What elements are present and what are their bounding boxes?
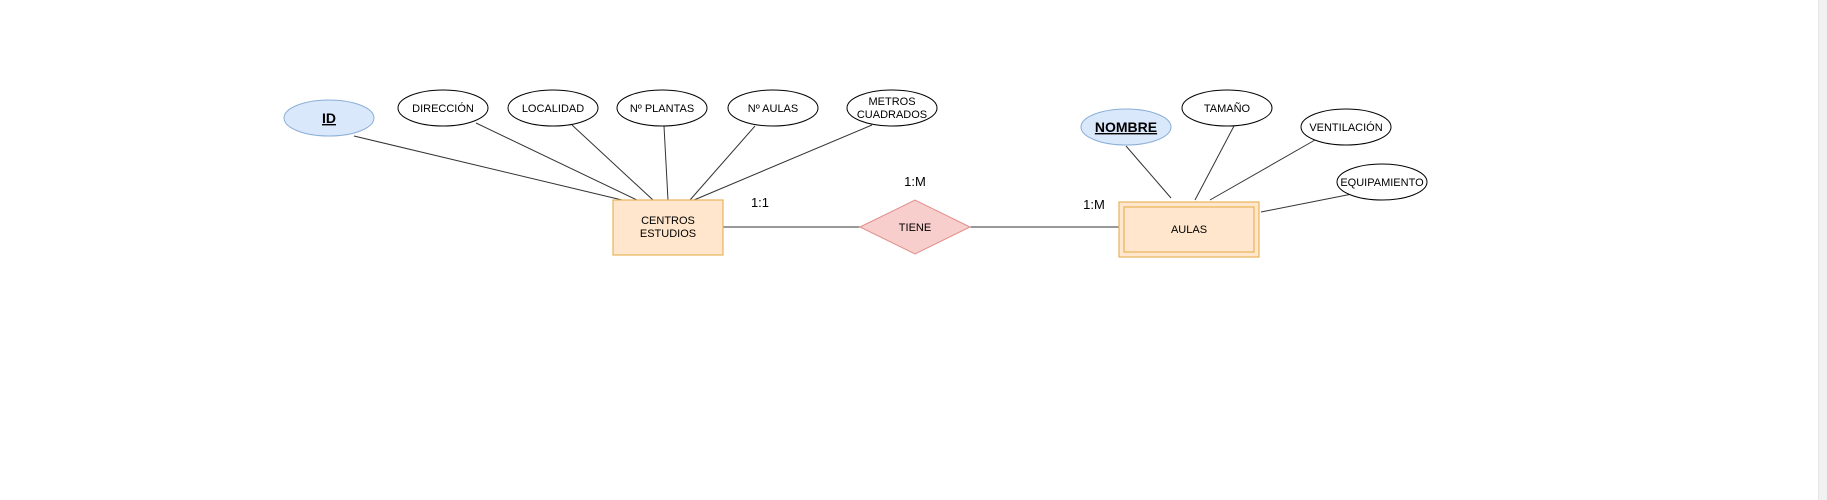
connector-metros-centros [693, 124, 873, 201]
attribute-tamano[interactable]: TAMAÑO [1181, 89, 1273, 127]
entity-label-line-2: ESTUDIOS [640, 228, 696, 240]
attribute-num-aulas[interactable]: Nº AULAS [727, 89, 819, 127]
attribute-label: TAMAÑO [1204, 102, 1251, 115]
relationship-label: TIENE [899, 222, 931, 234]
cardinality-relationship-top: 1:M [904, 174, 926, 189]
entity-label-line-1: CENTROS [641, 215, 695, 227]
attribute-label: Nº AULAS [748, 103, 798, 115]
connector-plantas-centros [663, 125, 669, 201]
attribute-label-line-2: CUADRADOS [857, 109, 927, 121]
attribute-label: EQUIPAMIENTO [1340, 177, 1424, 189]
attribute-label: DIRECCIÓN [412, 102, 474, 115]
attribute-id[interactable]: ID [283, 99, 375, 137]
vertical-scrollbar[interactable] [1818, 0, 1827, 500]
attribute-equipamiento[interactable]: EQUIPAMIENTO [1336, 163, 1428, 201]
attribute-direccion[interactable]: DIRECCIÓN [397, 89, 489, 127]
connector-tamano-aulas [1194, 125, 1235, 201]
cardinality-centros-side: 1:1 [751, 195, 769, 210]
attribute-label: VENTILACIÓN [1309, 121, 1382, 134]
entity-aulas[interactable]: AULAS [1118, 201, 1260, 258]
attribute-label-line-1: METROS [868, 96, 915, 108]
attribute-metros-cuadrados[interactable]: METROS CUADRADOS [846, 89, 938, 127]
attribute-label: ID [322, 110, 336, 126]
attribute-plantas[interactable]: Nº PLANTAS [616, 89, 708, 127]
connector-id-centros [353, 135, 623, 201]
cardinality-aulas-side: 1:M [1083, 197, 1105, 212]
connector-localidad-centros [571, 124, 654, 201]
attribute-nombre[interactable]: NOMBRE [1080, 108, 1172, 146]
entity-label: AULAS [1171, 224, 1207, 236]
relationship-tiene[interactable]: TIENE [858, 199, 972, 255]
connectors [353, 122, 1353, 228]
attribute-label: NOMBRE [1095, 119, 1157, 135]
connector-num-aulas-centros [689, 125, 756, 201]
entity-centros-estudios[interactable]: CENTROS ESTUDIOS [612, 199, 724, 256]
connector-ventilacion-aulas [1209, 139, 1316, 201]
attribute-label: Nº PLANTAS [630, 103, 694, 115]
attribute-label: LOCALIDAD [522, 103, 584, 115]
attribute-ventilacion[interactable]: VENTILACIÓN [1300, 108, 1392, 146]
connector-equipamiento-aulas [1260, 193, 1353, 213]
attribute-localidad[interactable]: LOCALIDAD [507, 89, 599, 127]
connector-direccion-centros [475, 122, 638, 201]
connector-nombre-aulas [1125, 145, 1172, 199]
